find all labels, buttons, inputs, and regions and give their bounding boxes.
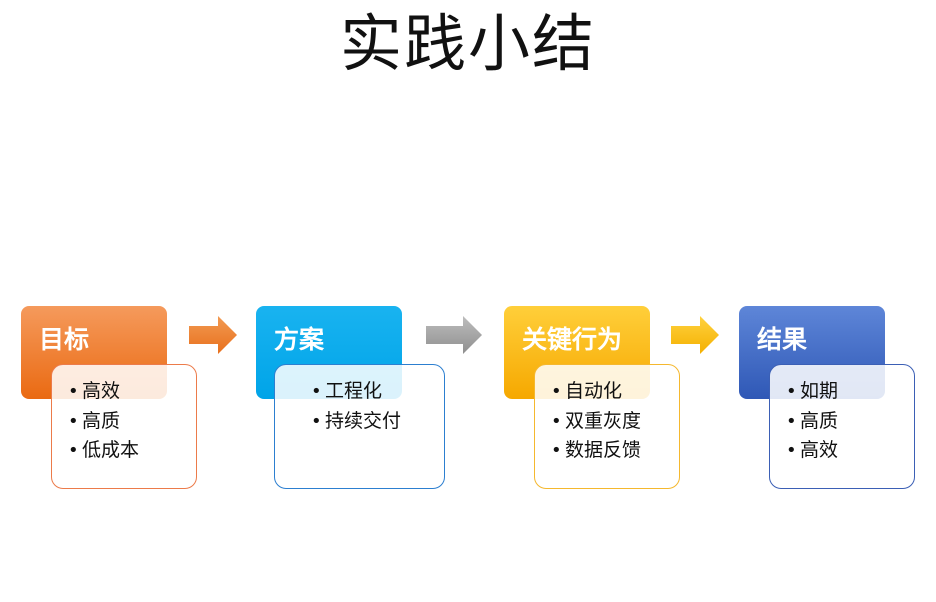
step-key-actions-list: 自动化 双重灰度 数据反馈 — [551, 377, 679, 466]
step-plan-heading: 方案 — [274, 325, 325, 354]
step-result-heading: 结果 — [757, 325, 808, 354]
arrow-right-icon — [671, 316, 719, 354]
step-plan-item: 工程化 — [311, 377, 444, 407]
step-goal-item: 高效 — [68, 377, 196, 407]
step-result-list: 如期 高质 高效 — [786, 377, 914, 466]
step-result-item: 高质 — [786, 407, 914, 437]
step-result-item: 如期 — [786, 377, 914, 407]
step-plan-details: 工程化 持续交付 — [274, 364, 445, 489]
arrow-right-icon — [426, 316, 482, 354]
step-goal-details: 高效 高质 低成本 — [51, 364, 197, 489]
step-goal-item: 低成本 — [68, 436, 196, 466]
step-goal-item: 高质 — [68, 407, 196, 437]
step-key-actions-item: 双重灰度 — [551, 407, 679, 437]
step-result-details: 如期 高质 高效 — [769, 364, 915, 489]
step-plan-list: 工程化 持续交付 — [311, 377, 444, 436]
step-goal-list: 高效 高质 低成本 — [68, 377, 196, 466]
step-key-actions-details: 自动化 双重灰度 数据反馈 — [534, 364, 680, 489]
step-goal-heading: 目标 — [39, 325, 90, 354]
step-result-item: 高效 — [786, 436, 914, 466]
step-key-actions-heading: 关键行为 — [522, 325, 623, 354]
step-plan-item: 持续交付 — [311, 407, 444, 437]
page-title: 实践小结 — [339, 7, 596, 80]
arrow-right-icon — [189, 316, 237, 354]
step-key-actions-item: 数据反馈 — [551, 436, 679, 466]
step-key-actions-item: 自动化 — [551, 377, 679, 407]
